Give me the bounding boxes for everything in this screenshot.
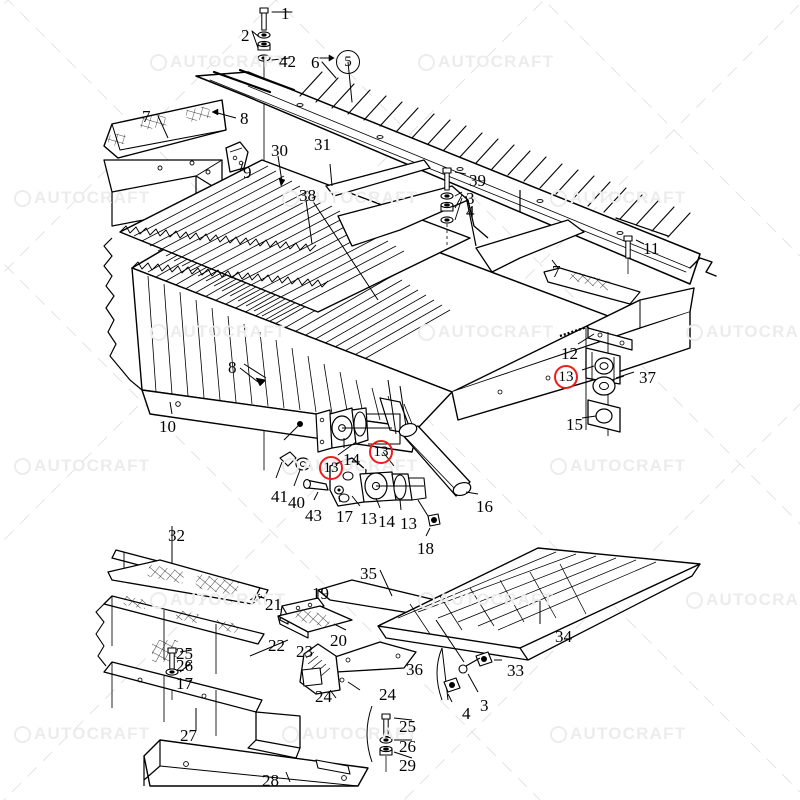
- lower-frame-assembly: [95, 526, 701, 787]
- part-callout-10[interactable]: 10: [159, 417, 176, 436]
- part-callout-20[interactable]: 20: [330, 631, 347, 650]
- part-callout-13[interactable]: 13: [400, 514, 417, 533]
- part-callout-38[interactable]: 38: [299, 186, 316, 205]
- part-callout-8[interactable]: 8: [228, 358, 237, 377]
- part-callout-43[interactable]: 43: [305, 506, 322, 525]
- part-callout-27[interactable]: 27: [180, 726, 197, 745]
- part-callout-13[interactable]: 13: [319, 456, 343, 480]
- part-callout-21[interactable]: 21: [265, 595, 282, 614]
- part-callout-6[interactable]: 6: [311, 53, 320, 72]
- part-callout-41[interactable]: 41: [271, 487, 288, 506]
- part-callout-4[interactable]: 4: [462, 704, 471, 723]
- part-callout-7[interactable]: 7: [142, 107, 151, 126]
- part-callout-24[interactable]: 24: [315, 687, 332, 706]
- part-callout-32[interactable]: 32: [168, 526, 185, 545]
- part-callout-13[interactable]: 13: [369, 440, 393, 464]
- wobble-drive-assembly: [275, 407, 479, 537]
- part-callout-8[interactable]: 8: [240, 109, 249, 128]
- part-callout-17[interactable]: 17: [176, 674, 193, 693]
- part-callout-4[interactable]: 4: [466, 202, 475, 221]
- part-callout-7[interactable]: 7: [552, 262, 561, 281]
- part-callout-26[interactable]: 26: [399, 737, 416, 756]
- part-callout-3[interactable]: 3: [480, 696, 489, 715]
- part-callout-22[interactable]: 22: [268, 636, 285, 655]
- part-callout-13[interactable]: 13: [360, 509, 377, 528]
- part-callout-23[interactable]: 23: [296, 642, 313, 661]
- part-callout-16[interactable]: 16: [476, 497, 493, 516]
- left-guard-panel: [103, 99, 249, 227]
- right-bearing-assembly: [577, 327, 635, 436]
- part-callout-26[interactable]: 26: [176, 656, 193, 675]
- part-callout-18[interactable]: 18: [417, 539, 434, 558]
- part-callout-35[interactable]: 35: [360, 564, 377, 583]
- part-callout-5[interactable]: 5: [336, 50, 360, 74]
- part-callout-12[interactable]: 12: [561, 344, 578, 363]
- part-callout-28[interactable]: 28: [262, 771, 279, 790]
- part-callout-36[interactable]: 36: [406, 660, 423, 679]
- part-callout-33[interactable]: 33: [507, 661, 524, 680]
- part-callout-14[interactable]: 14: [343, 450, 360, 469]
- part-callout-17[interactable]: 17: [336, 507, 353, 526]
- part-callout-25[interactable]: 25: [399, 717, 416, 736]
- part-callout-25[interactable]: 25: [176, 644, 193, 663]
- part-callout-39[interactable]: 39: [469, 171, 486, 190]
- part-callout-13[interactable]: 13: [554, 365, 578, 389]
- part-callout-3[interactable]: 3: [466, 189, 475, 208]
- part-callout-24[interactable]: 24: [379, 685, 396, 704]
- part-callout-9[interactable]: 9: [243, 163, 252, 182]
- part-callout-34[interactable]: 34: [555, 627, 572, 646]
- part-callout-31[interactable]: 31: [314, 135, 331, 154]
- part-callout-14[interactable]: 14: [378, 512, 395, 531]
- part-callout-42[interactable]: 42: [279, 52, 296, 71]
- part-callout-30[interactable]: 30: [271, 141, 288, 160]
- part-callout-11[interactable]: 11: [643, 239, 660, 258]
- part-callout-40[interactable]: 40: [288, 493, 305, 512]
- part-callout-15[interactable]: 15: [566, 415, 583, 434]
- part-callout-37[interactable]: 37: [639, 368, 656, 387]
- part-callout-19[interactable]: 19: [312, 584, 329, 603]
- part-callout-29[interactable]: 29: [399, 756, 416, 775]
- right-deck-group: [277, 155, 645, 305]
- part-callout-2[interactable]: 2: [241, 26, 250, 45]
- part-callout-1[interactable]: 1: [281, 4, 290, 23]
